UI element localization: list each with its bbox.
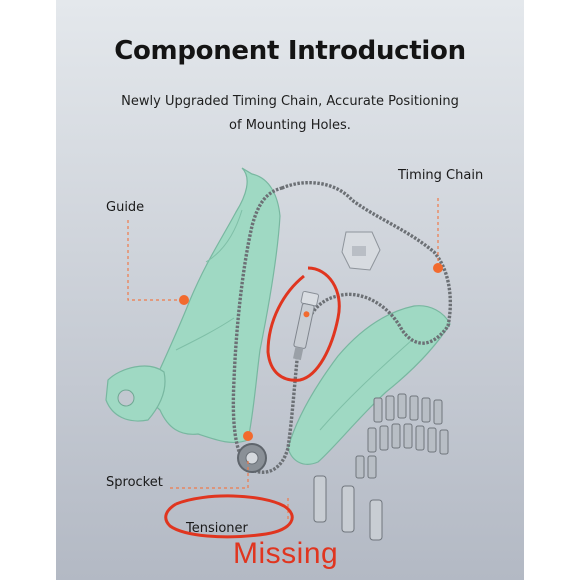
guide-marker <box>179 295 189 305</box>
subtitle-line-2: of Mounting Holes. <box>229 118 351 133</box>
tensioner-red-circle <box>266 266 341 382</box>
product-image: Component Introduction Newly Upgraded Ti… <box>56 0 524 580</box>
sprocket-part <box>237 443 267 473</box>
timing-chain-label: Timing Chain <box>398 168 484 183</box>
subtitle: Newly Upgraded Timing Chain, Accurate Po… <box>56 90 524 138</box>
subtitle-line-1: Newly Upgraded Timing Chain, Accurate Po… <box>121 94 459 109</box>
tensioner-red-circle-bottom <box>164 494 294 539</box>
sprocket-label: Sprocket <box>106 475 163 490</box>
bolt-set <box>355 393 449 479</box>
guide-label: Guide <box>106 200 145 215</box>
missing-annotation: Missing <box>233 537 339 570</box>
timing-kit-illustration <box>105 167 452 541</box>
tensioner-part <box>293 290 320 361</box>
timing-chain-marker <box>433 263 443 273</box>
left-guide-rail <box>151 167 281 444</box>
sprocket-marker <box>243 431 253 441</box>
page-title: Component Introduction <box>114 36 466 66</box>
tensioner-label: Tensioner <box>186 521 248 536</box>
large-bolts <box>313 475 383 541</box>
